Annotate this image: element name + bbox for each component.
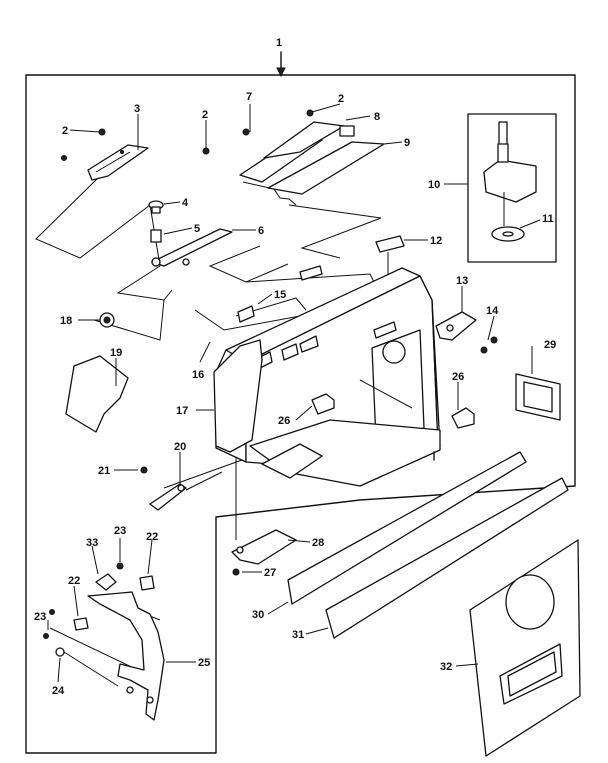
callout-16: 16 <box>192 369 204 381</box>
callout-1: 1 <box>276 37 282 49</box>
callout-7: 7 <box>246 91 252 103</box>
callout-9: 9 <box>404 137 410 149</box>
callout-labels: 1 2 2 2 3 4 5 6 7 8 9 10 11 12 13 14 15 … <box>34 37 556 697</box>
callout-2b: 2 <box>202 109 208 121</box>
machine-body <box>215 265 441 487</box>
callout-29: 29 <box>544 339 556 351</box>
callout-20: 20 <box>174 441 186 453</box>
part-32-front-panel <box>469 539 581 757</box>
callout-13: 13 <box>456 275 468 287</box>
assembly-boundary <box>25 51 576 754</box>
callout-32: 32 <box>440 661 452 673</box>
callout-3: 3 <box>134 103 140 115</box>
callout-21: 21 <box>98 465 110 477</box>
callout-10: 10 <box>428 179 440 191</box>
callout-26a: 26 <box>452 371 464 383</box>
callout-11: 11 <box>542 213 554 225</box>
callout-6: 6 <box>258 225 264 237</box>
callout-23b: 23 <box>34 611 46 623</box>
part-3-bracket <box>61 128 149 181</box>
callout-14: 14 <box>486 305 499 317</box>
callout-2c: 2 <box>338 93 344 105</box>
callout-2a: 2 <box>62 125 68 137</box>
callout-22b: 22 <box>68 575 80 587</box>
callout-24: 24 <box>52 685 65 697</box>
callout-15: 15 <box>274 289 286 301</box>
part-7-8-9-plates <box>202 109 385 195</box>
callout-33: 33 <box>86 537 98 549</box>
part-26-blocks <box>311 393 475 429</box>
part-27-28 <box>231 529 297 576</box>
part-12-knob <box>375 235 405 276</box>
callout-22a: 22 <box>146 531 158 543</box>
callout-30: 30 <box>252 609 264 621</box>
part-18-19 <box>65 312 129 433</box>
callout-25: 25 <box>198 657 210 669</box>
callout-5: 5 <box>194 223 200 235</box>
callout-19: 19 <box>110 347 122 359</box>
part-29-plate <box>515 373 561 421</box>
callout-leaders <box>47 103 541 683</box>
part-13-14 <box>435 311 498 354</box>
callout-23a: 23 <box>114 525 126 537</box>
part-22-25-33-bracket <box>43 562 165 721</box>
callout-31: 31 <box>292 629 304 641</box>
part-20-21-lever <box>140 466 187 511</box>
callout-28: 28 <box>312 537 324 549</box>
callout-12: 12 <box>430 235 442 247</box>
callout-4: 4 <box>182 197 189 209</box>
callout-17: 17 <box>176 405 188 417</box>
part-17-end-cover <box>213 339 263 453</box>
callout-26b: 26 <box>278 415 290 427</box>
callout-18: 18 <box>60 315 72 327</box>
part-4-5-6-spool-pin <box>148 200 233 267</box>
part-30-31-strips <box>287 451 569 639</box>
callout-8: 8 <box>374 111 380 123</box>
part-10-11-inset <box>467 113 557 263</box>
callout-27: 27 <box>264 567 276 579</box>
